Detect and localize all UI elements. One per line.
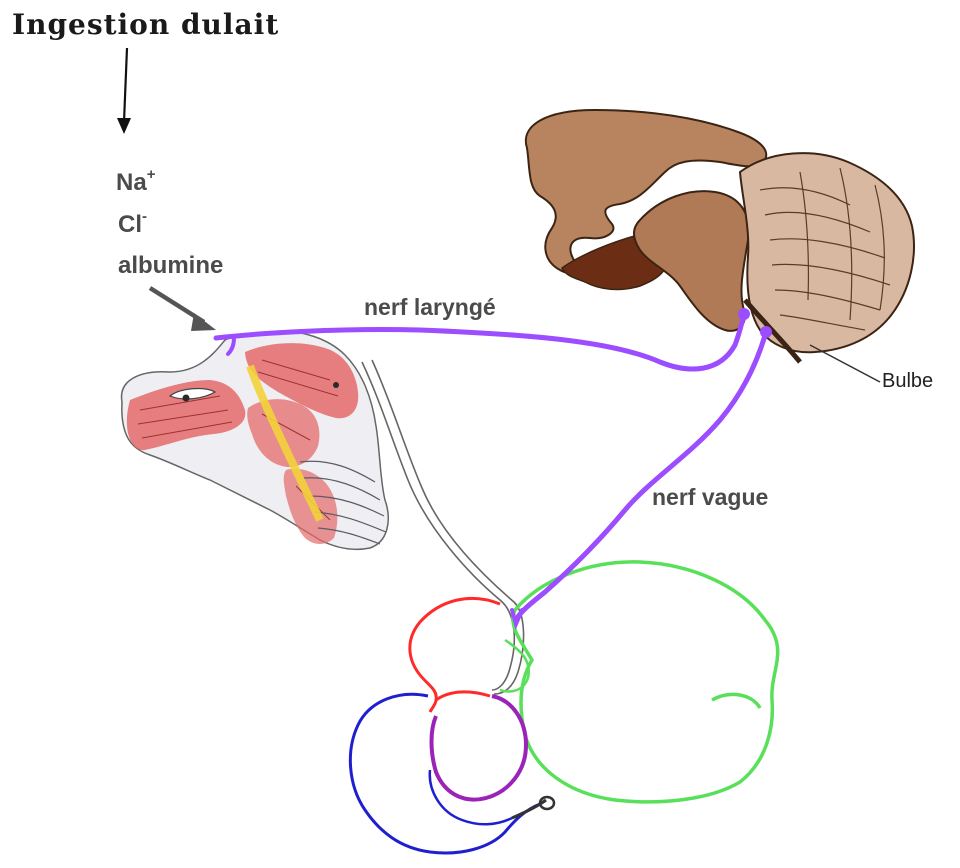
nerf-vague-path — [512, 326, 772, 624]
omasum-outline — [432, 696, 527, 800]
stomach-illustration — [350, 562, 777, 853]
pointer-arrow-icon — [150, 288, 216, 331]
abomasum-outline — [350, 694, 540, 853]
down-arrow-icon — [117, 48, 131, 134]
larynx-illustration — [122, 332, 389, 550]
rumen-outline — [513, 562, 778, 802]
